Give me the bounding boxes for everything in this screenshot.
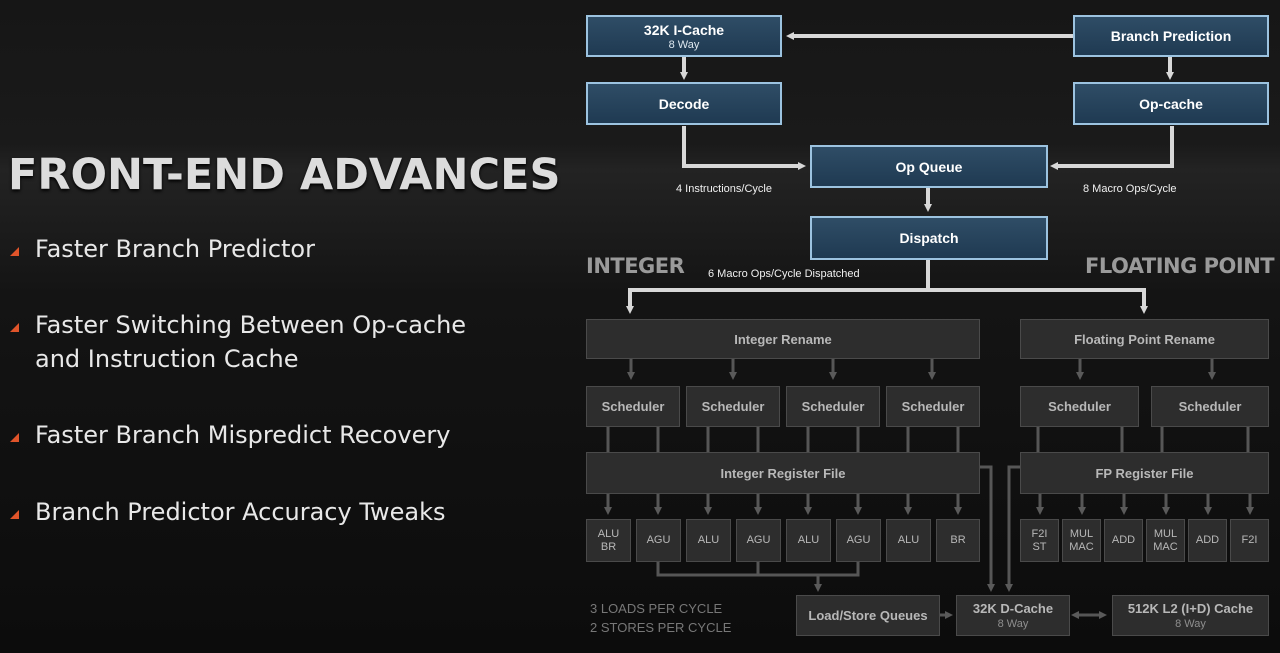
fp-register-file-label: FP Register File xyxy=(1095,465,1194,481)
bullet-text: Faster Branch Mispredict Recovery xyxy=(35,421,451,449)
loads-per-cycle-label: 3 LOADS PER CYCLE xyxy=(590,601,723,616)
int-unit-box: AGU xyxy=(636,519,681,562)
fp-rename-label: Floating Point Rename xyxy=(1074,331,1215,347)
int-unit-label: BR xyxy=(600,540,617,553)
l2-cache-sub: 8 Way xyxy=(1175,618,1206,630)
int-unit-label: AGU xyxy=(846,534,871,546)
icache-label: 32K I-Cache xyxy=(643,21,725,38)
branch-prediction-label: Branch Prediction xyxy=(1110,28,1232,44)
bullet-text: Branch Predictor Accuracy Tweaks xyxy=(35,498,446,526)
int-unit-box: ALU xyxy=(686,519,731,562)
fp-scheduler-label: Scheduler xyxy=(1178,399,1242,414)
load-store-queues-label: Load/Store Queues xyxy=(808,608,928,623)
fp-unit-box: ADD xyxy=(1104,519,1143,562)
fp-unit-label: MUL xyxy=(1153,527,1178,540)
fp-unit-label: ADD xyxy=(1195,534,1220,546)
dcache-label: 32K D-Cache xyxy=(972,601,1054,616)
integer-rename-label: Integer Rename xyxy=(734,331,832,347)
fp-unit-label: MAC xyxy=(1069,540,1094,553)
decode-rate-label: 4 Instructions/Cycle xyxy=(676,183,772,195)
int-unit-box: BR xyxy=(936,519,980,562)
int-unit-box: ALU xyxy=(786,519,831,562)
int-unit-label: BR xyxy=(950,534,966,546)
integer-register-file-label: Integer Register File xyxy=(720,465,846,481)
fp-register-file-box: FP Register File xyxy=(1020,452,1269,494)
int-scheduler-box: Scheduler xyxy=(886,386,980,427)
arrow-decode-to-opqueue xyxy=(682,126,806,170)
op-queue-box: Op Queue xyxy=(810,145,1048,188)
fp-rename-box: Floating Point Rename xyxy=(1020,319,1269,359)
fp-scheduler-box: Scheduler xyxy=(1151,386,1269,427)
decode-box: Decode xyxy=(586,82,782,125)
int-unit-label: ALU xyxy=(597,527,620,540)
fp-unit-label: F2I xyxy=(1241,534,1258,546)
arrow-dispatch-to-int xyxy=(626,260,930,314)
fp-scheduler-label: Scheduler xyxy=(1048,399,1111,414)
int-unit-label: ALU xyxy=(897,534,920,546)
arrow-opcache-to-opqueue xyxy=(1050,126,1174,170)
integer-rename-box: Integer Rename xyxy=(586,319,980,359)
opcache-label: Op-cache xyxy=(1139,95,1203,112)
decode-label: Decode xyxy=(658,95,710,112)
fp-section-title: FLOATING POINT xyxy=(1085,254,1275,278)
fp-unit-label: F2I xyxy=(1031,527,1048,540)
l2-cache-label: 512K L2 (I+D) Cache xyxy=(1127,601,1254,616)
bullet-triangle-icon xyxy=(10,433,19,442)
op-queue-label: Op Queue xyxy=(895,158,963,175)
page-title: FRONT-END ADVANCES xyxy=(8,150,561,200)
fp-unit-label: ST xyxy=(1032,540,1047,553)
dispatch-box: Dispatch xyxy=(810,216,1048,260)
int-scheduler-label: Scheduler xyxy=(901,399,965,414)
load-store-queues-box: Load/Store Queues xyxy=(796,595,940,636)
fp-unit-box: ADD xyxy=(1188,519,1227,562)
dcache-sub: 8 Way xyxy=(997,618,1029,630)
arrow-dispatch-to-fp xyxy=(928,288,1148,314)
fp-unit-box: F2I xyxy=(1230,519,1269,562)
int-unit-box: AGU xyxy=(836,519,881,562)
int-scheduler-label: Scheduler xyxy=(801,399,865,414)
int-unit-box: AGU xyxy=(736,519,781,562)
int-scheduler-label: Scheduler xyxy=(601,399,665,414)
integer-section-title: INTEGER xyxy=(586,254,685,278)
int-unit-box: ALU xyxy=(886,519,931,562)
fp-unit-label: MAC xyxy=(1153,540,1178,553)
opcache-rate-label: 8 Macro Ops/Cycle xyxy=(1083,183,1177,195)
int-scheduler-box: Scheduler xyxy=(586,386,680,427)
dispatch-rate-label: 6 Macro Ops/Cycle Dispatched xyxy=(708,268,860,280)
fp-scheduler-box: Scheduler xyxy=(1020,386,1139,427)
int-unit-label: AGU xyxy=(746,534,771,546)
int-unit-label: ALU xyxy=(697,534,720,546)
integer-register-file-box: Integer Register File xyxy=(586,452,980,494)
load-store-rates: 3 LOADS PER CYCLE 2 STORES PER CYCLE xyxy=(590,599,731,637)
icache-sub: 8 Way xyxy=(668,38,700,51)
opcache-box: Op-cache xyxy=(1073,82,1269,125)
branch-prediction-box: Branch Prediction xyxy=(1073,15,1269,57)
int-unit-label: ALU xyxy=(797,534,820,546)
bullet-triangle-icon xyxy=(10,323,19,332)
int-scheduler-box: Scheduler xyxy=(786,386,880,427)
int-unit-label: AGU xyxy=(646,534,671,546)
dcache-box: 32K D-Cache 8 Way xyxy=(956,595,1070,636)
fp-unit-label: MUL xyxy=(1069,527,1094,540)
bullet-triangle-icon xyxy=(10,510,19,519)
int-scheduler-box: Scheduler xyxy=(686,386,780,427)
dispatch-label: Dispatch xyxy=(899,230,959,246)
fp-unit-label: ADD xyxy=(1111,534,1136,546)
l2-cache-box: 512K L2 (I+D) Cache 8 Way xyxy=(1112,595,1269,636)
stores-per-cycle-label: 2 STORES PER CYCLE xyxy=(590,620,732,635)
bullet-triangle-icon xyxy=(10,247,19,256)
int-scheduler-label: Scheduler xyxy=(701,399,765,414)
icache-box: 32K I-Cache 8 Way xyxy=(586,15,782,57)
bullet-text: Faster Branch Predictor xyxy=(35,235,315,263)
bullet-text: Faster Switching Between Op-cache and In… xyxy=(35,311,467,373)
